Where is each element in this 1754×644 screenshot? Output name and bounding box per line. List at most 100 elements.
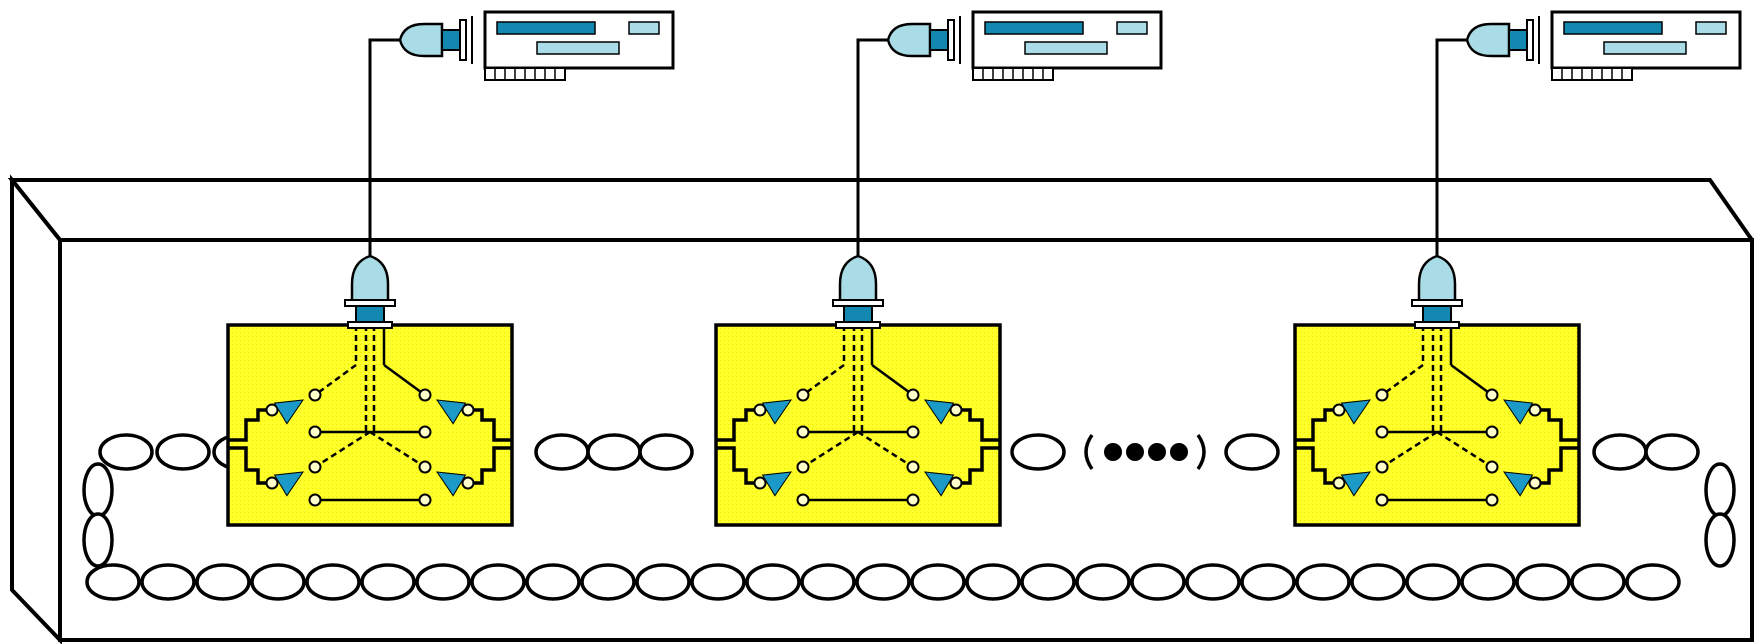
switch-contact: [1332, 476, 1346, 490]
switch-contact: [461, 403, 475, 417]
card-chip-bar: [1116, 21, 1148, 35]
ellipsis-dot: [1126, 443, 1144, 461]
lobe-wire: [1436, 430, 1493, 469]
ring-link: [1592, 433, 1648, 471]
ring-link: [1570, 563, 1626, 601]
station-1: [226, 10, 675, 527]
ring-link: [638, 433, 694, 471]
ring-link: [1515, 563, 1571, 601]
network-adapter-card-icon: [971, 10, 1163, 70]
plug-connector-icon: [1417, 254, 1457, 304]
network-adapter-card-icon: [1550, 10, 1742, 70]
lobe-cable: [368, 38, 400, 260]
ring-link: [1075, 563, 1131, 601]
station-2: [714, 10, 1163, 527]
ring-link: [1020, 563, 1076, 601]
switch-contact: [1528, 403, 1542, 417]
wiring-concentrator-module: [226, 323, 514, 527]
card-chip-bar: [1563, 21, 1663, 35]
signal-direction-arrow-icon: [923, 399, 955, 425]
stations: [226, 10, 1742, 527]
plug-body: [355, 305, 385, 323]
ring-link: [155, 433, 211, 471]
switch-contact: [1375, 388, 1389, 402]
ring-link: [140, 563, 196, 601]
switch-contact: [1375, 493, 1389, 507]
ring-link: [82, 512, 114, 568]
card-chip-bar: [496, 21, 596, 35]
ellipsis-bracket-left: [1084, 433, 1094, 471]
switch-contact: [906, 493, 920, 507]
card-chip-bar: [1024, 41, 1108, 55]
ring-link: [1644, 433, 1700, 471]
ring-link: [855, 563, 911, 601]
ring-connection-path: [1535, 446, 1579, 485]
lobe-wire: [1381, 363, 1424, 397]
plug-body: [1508, 29, 1528, 51]
switch-contact: [906, 460, 920, 474]
ring-link: [586, 433, 642, 471]
switch-contact: [1528, 476, 1542, 490]
ring-link: [470, 563, 526, 601]
signal-direction-arrow-icon: [1502, 471, 1534, 497]
lobe-wire: [383, 363, 426, 397]
ring-link: [1704, 512, 1736, 568]
ring-link: [800, 563, 856, 601]
card-chip-bar: [1695, 21, 1727, 35]
ring-link: [534, 433, 590, 471]
card-chip-bar: [984, 21, 1084, 35]
network-adapter-card-icon: [483, 10, 675, 70]
ring-link: [1295, 563, 1351, 601]
ring-link: [1130, 563, 1186, 601]
switch-contact: [949, 476, 963, 490]
lobe-wire: [369, 430, 426, 469]
plug-connector-icon: [350, 254, 390, 304]
ring-link: [910, 563, 966, 601]
plug-connector-icon: [398, 22, 444, 58]
switch-contact: [796, 493, 810, 507]
switch-contact: [906, 388, 920, 402]
ring-link: [1625, 563, 1681, 601]
ring-link: [1405, 563, 1461, 601]
switch-contact: [949, 403, 963, 417]
ring-link: [1704, 462, 1736, 518]
more-stations-ellipsis-icon: [1084, 433, 1206, 471]
ring-connection-path: [956, 408, 1000, 442]
ring-link: [580, 563, 636, 601]
switch-contact: [265, 403, 279, 417]
ring-link: [965, 563, 1021, 601]
signal-direction-arrow-icon: [761, 471, 793, 497]
plug-base: [835, 321, 881, 329]
ring-chain: [82, 433, 1736, 601]
switch-contact: [461, 476, 475, 490]
signal-direction-arrow-icon: [435, 471, 467, 497]
card-chip-bar: [1603, 41, 1687, 55]
plug-body: [441, 29, 461, 51]
ring-connection-path: [716, 408, 760, 442]
wiring-concentrator-module: [1293, 323, 1581, 527]
ring-link: [635, 563, 691, 601]
signal-direction-arrow-icon: [435, 399, 467, 425]
lobe-wire: [1450, 363, 1493, 397]
switch-contact: [753, 476, 767, 490]
switch-contact: [796, 460, 810, 474]
ring-connection-path: [228, 408, 272, 442]
enclosure-side-face: [10, 174, 62, 644]
enclosure-top-face: [7, 178, 1754, 242]
switch-contact: [1485, 460, 1499, 474]
ring-connection-path: [1295, 446, 1339, 485]
lobe-cable: [856, 38, 888, 260]
lobe-wire: [802, 430, 859, 469]
ring-link: [1185, 563, 1241, 601]
plug-collar: [459, 19, 467, 61]
ring-connection-path: [956, 446, 1000, 485]
wiring-concentrator-module: [714, 323, 1002, 527]
plug-base: [1414, 321, 1460, 329]
switch-contact: [418, 460, 432, 474]
signal-direction-arrow-icon: [1502, 399, 1534, 425]
lobe-wire: [802, 363, 845, 397]
ring-link: [1010, 433, 1066, 471]
ring-link: [415, 563, 471, 601]
switch-contact: [1485, 425, 1499, 439]
card-chip-bar: [536, 41, 620, 55]
